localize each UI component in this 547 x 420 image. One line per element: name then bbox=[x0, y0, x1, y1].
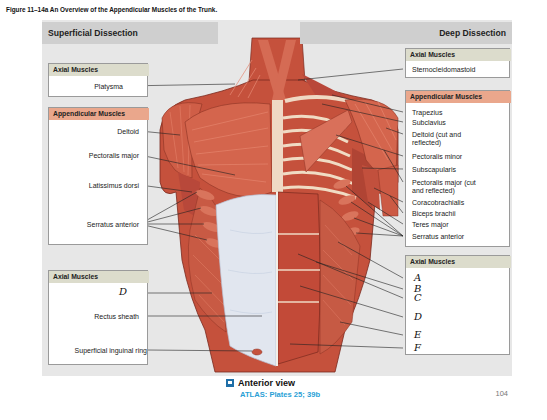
muscle-name: Trapezius bbox=[412, 109, 508, 117]
muscle-name: Deltoid bbox=[51, 128, 139, 136]
view-label: Anterior view bbox=[238, 378, 295, 388]
box-heading: Appendicular Muscles bbox=[406, 91, 511, 103]
handwritten-letter: C bbox=[414, 292, 434, 303]
muscle-name: Latissimus dorsi bbox=[51, 182, 139, 190]
box-heading: Axial Muscles bbox=[406, 49, 511, 61]
label-box: Appendicular MusclesDeltoidPectoralis ma… bbox=[48, 107, 148, 245]
muscle-name: Serratus anterior bbox=[412, 233, 508, 241]
handwritten-letter: A bbox=[414, 272, 434, 283]
box-heading: Axial Muscles bbox=[406, 256, 511, 268]
section-heading: Deep Dissection bbox=[300, 28, 506, 39]
muscle-name: Deltoid (cut and reflected) bbox=[412, 131, 472, 147]
section-heading: Superficial Dissection bbox=[48, 28, 213, 39]
box-heading: Axial Muscles bbox=[49, 271, 149, 283]
figure-title: Figure 11–14a An Overview of the Appendi… bbox=[6, 6, 217, 14]
muscle-name: Biceps brachii bbox=[412, 210, 508, 218]
muscle-name: Rectus sheath bbox=[51, 313, 139, 321]
muscle-name: Pectoralis minor bbox=[412, 153, 508, 161]
label-box: Axial MusclesSternocleidomastoid bbox=[405, 48, 510, 78]
muscle-name: Coracobrachialis bbox=[412, 199, 508, 207]
muscle-name: Teres major bbox=[412, 221, 508, 229]
muscle-name: Subscapularis bbox=[412, 166, 508, 174]
label-box: Axial MusclesABCDEF bbox=[405, 255, 510, 355]
section-band: Deep Dissection bbox=[300, 22, 512, 44]
label-box: Appendicular MusclesTrapeziusSubclaviusD… bbox=[405, 90, 510, 247]
muscle-name: Subclavius bbox=[412, 119, 508, 127]
atlas-reference: ATLAS: Plates 25; 39b bbox=[240, 390, 320, 399]
muscle-name: Sternocleidomastoid bbox=[412, 66, 508, 74]
muscle-name: Platysma bbox=[51, 83, 123, 91]
handwritten-letter: D bbox=[119, 286, 139, 297]
handwritten-letter: E bbox=[414, 329, 434, 340]
box-heading: Appendicular Muscles bbox=[49, 108, 149, 120]
muscle-name: Pectoralis major (cut and reflected) bbox=[412, 179, 484, 195]
muscle-name: Serratus anterior bbox=[51, 221, 139, 229]
label-box: Axial MusclesPlatysma bbox=[48, 63, 148, 97]
section-band: Superficial Dissection bbox=[42, 22, 218, 44]
muscle-name: Superficial inguinal ring bbox=[49, 347, 147, 355]
muscle-name: Pectoralis major bbox=[51, 152, 139, 160]
handwritten-letter: D bbox=[414, 311, 434, 322]
box-heading: Axial Muscles bbox=[49, 64, 149, 76]
page-number: 104 bbox=[470, 389, 508, 398]
handwritten-letter: F bbox=[414, 342, 434, 353]
label-box: Axial MusclesD Rectus sheathSuperficial i… bbox=[48, 270, 148, 365]
